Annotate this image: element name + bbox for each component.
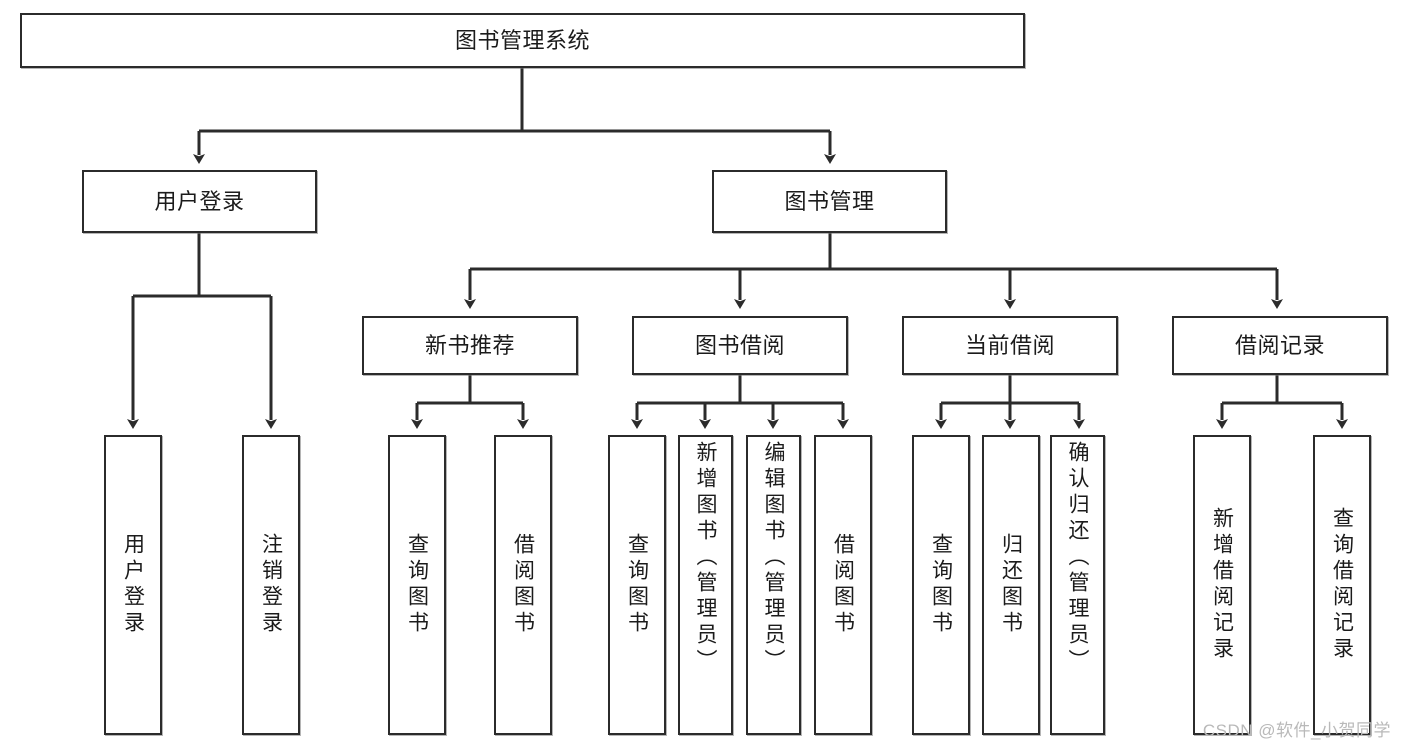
node-label: 查询图书 [405, 533, 429, 637]
leaf-current-confirm-return-admin[interactable]: 确认归还（管理员） [1050, 435, 1105, 735]
node-label: 图书管理 [784, 188, 875, 214]
watermark-text: CSDN @软件_小贺同学 [1202, 721, 1391, 740]
node-label: 用户登录 [121, 533, 145, 637]
node-label: 借阅图书 [831, 533, 855, 637]
node-book-borrow[interactable]: 图书借阅 [632, 316, 848, 375]
node-label: 新增借阅记录 [1210, 507, 1234, 663]
leaf-current-query-book[interactable]: 查询图书 [912, 435, 970, 735]
node-label: 借阅记录 [1234, 332, 1325, 358]
node-label: 注销登录 [259, 533, 283, 637]
node-book-management[interactable]: 图书管理 [712, 170, 947, 233]
leaf-borrow-edit-book-admin[interactable]: 编辑图书（管理员） [746, 435, 801, 735]
node-label: 归还图书 [999, 533, 1023, 637]
leaf-user-login-logout[interactable]: 注销登录 [242, 435, 300, 735]
node-label: 编辑图书（管理员） [762, 441, 785, 675]
leaf-recommend-query-book[interactable]: 查询图书 [388, 435, 446, 735]
leaf-record-add-record[interactable]: 新增借阅记录 [1193, 435, 1251, 735]
node-current-borrow[interactable]: 当前借阅 [902, 316, 1118, 375]
leaf-current-return-book[interactable]: 归还图书 [982, 435, 1040, 735]
leaf-borrow-query-book[interactable]: 查询图书 [608, 435, 666, 735]
leaf-borrow-add-book-admin[interactable]: 新增图书（管理员） [678, 435, 733, 735]
node-label: 用户登录 [154, 188, 245, 214]
node-label: 查询图书 [625, 533, 649, 637]
node-label: 查询借阅记录 [1330, 507, 1354, 663]
node-user-login[interactable]: 用户登录 [82, 170, 317, 233]
node-label: 查询图书 [929, 533, 953, 637]
node-new-book-recommend[interactable]: 新书推荐 [362, 316, 578, 375]
node-label: 确认归还（管理员） [1066, 441, 1089, 675]
node-label: 新增图书（管理员） [694, 441, 717, 675]
node-borrow-record[interactable]: 借阅记录 [1172, 316, 1388, 375]
leaf-user-login-login[interactable]: 用户登录 [104, 435, 162, 735]
leaf-record-query-record[interactable]: 查询借阅记录 [1313, 435, 1371, 735]
node-label: 图书管理系统 [454, 27, 590, 53]
node-label: 图书借阅 [694, 332, 785, 358]
node-label: 当前借阅 [964, 332, 1055, 358]
leaf-borrow-borrow-book[interactable]: 借阅图书 [814, 435, 872, 735]
node-label: 新书推荐 [424, 332, 515, 358]
node-root-system[interactable]: 图书管理系统 [20, 13, 1025, 68]
node-label: 借阅图书 [511, 533, 535, 637]
leaf-recommend-borrow-book[interactable]: 借阅图书 [494, 435, 552, 735]
